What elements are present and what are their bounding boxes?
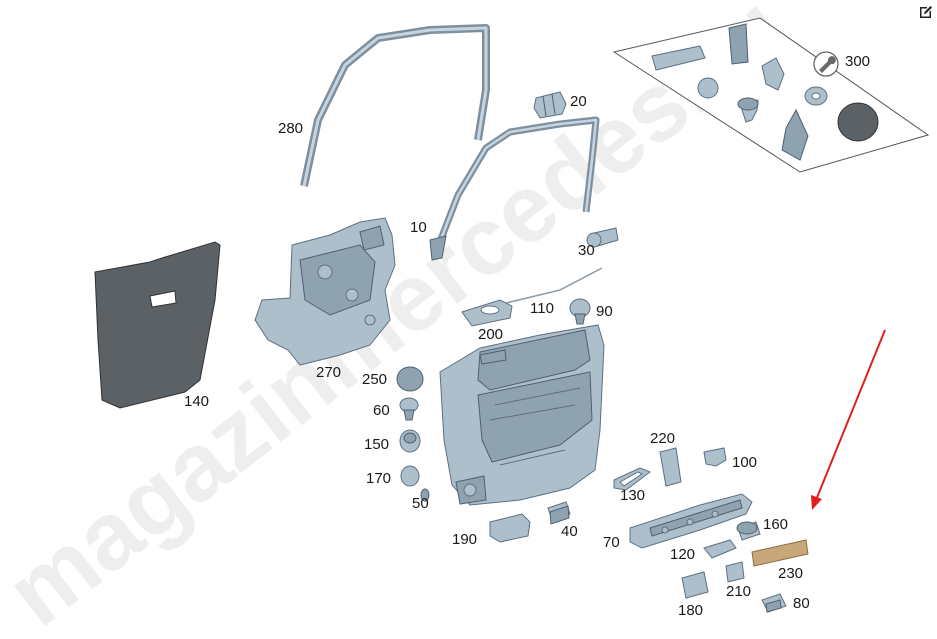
part-100-bracket[interactable]	[703, 447, 727, 467]
label-250: 250	[362, 371, 387, 388]
label-280: 280	[278, 120, 303, 137]
part-60-clip[interactable]	[399, 397, 419, 421]
part-80-holder[interactable]	[761, 593, 787, 613]
label-210: 210	[726, 583, 751, 600]
part-210-clip[interactable]	[725, 561, 745, 583]
label-80: 80	[793, 595, 810, 612]
part-90-plug[interactable]	[569, 298, 591, 325]
part-120-bracket[interactable]	[703, 539, 737, 559]
part-280-window-frame[interactable]	[300, 24, 490, 187]
part-130-handle-frame[interactable]	[613, 467, 652, 491]
label-20: 20	[570, 93, 587, 110]
label-230: 230	[778, 565, 803, 582]
label-300: 300	[845, 53, 870, 70]
label-90: 90	[596, 303, 613, 320]
label-220: 220	[650, 430, 675, 447]
part-170-plug[interactable]	[400, 465, 420, 487]
edit-icon[interactable]	[918, 4, 934, 20]
part-40-clip[interactable]	[547, 501, 571, 525]
label-70: 70	[603, 534, 620, 551]
label-180: 180	[678, 602, 703, 619]
part-140-insulation-mat[interactable]	[94, 241, 221, 409]
label-270: 270	[316, 364, 341, 381]
label-150: 150	[364, 436, 389, 453]
label-30: 30	[578, 242, 595, 259]
label-110: 110	[530, 300, 554, 317]
part-270-door-carrier[interactable]	[254, 217, 396, 366]
part-200-handle-bracket[interactable]	[461, 299, 513, 327]
label-120: 120	[670, 546, 695, 563]
part-180-cover[interactable]	[681, 571, 709, 599]
part-250-cap[interactable]	[396, 366, 424, 392]
label-190: 190	[452, 531, 477, 548]
part-20-clip[interactable]	[533, 91, 567, 119]
label-100: 100	[732, 454, 757, 471]
callout-arrow	[811, 329, 886, 510]
part-150-plug[interactable]	[399, 429, 421, 453]
wrench-icon	[813, 51, 839, 77]
label-60: 60	[373, 402, 390, 419]
part-70-switch-panel[interactable]	[629, 493, 753, 549]
part-190-cover[interactable]	[489, 513, 531, 543]
label-40: 40	[561, 523, 578, 540]
part-110-cable[interactable]	[497, 267, 603, 306]
part-30-screw[interactable]	[586, 227, 619, 248]
part-220-trim-piece[interactable]	[659, 447, 682, 487]
part-160-screw[interactable]	[736, 521, 761, 541]
door-trim-panel[interactable]	[439, 324, 605, 506]
part-300-kit[interactable]	[612, 17, 930, 173]
part-10-window-channel[interactable]	[429, 116, 600, 261]
part-230-trim-strip[interactable]	[751, 539, 809, 567]
label-130: 130	[620, 487, 645, 504]
label-200: 200	[478, 326, 503, 343]
part-50-plug[interactable]	[420, 488, 430, 502]
label-170: 170	[366, 470, 391, 487]
label-160: 160	[763, 516, 788, 533]
label-50: 50	[412, 495, 429, 512]
label-10: 10	[410, 219, 427, 236]
label-140: 140	[184, 393, 209, 410]
